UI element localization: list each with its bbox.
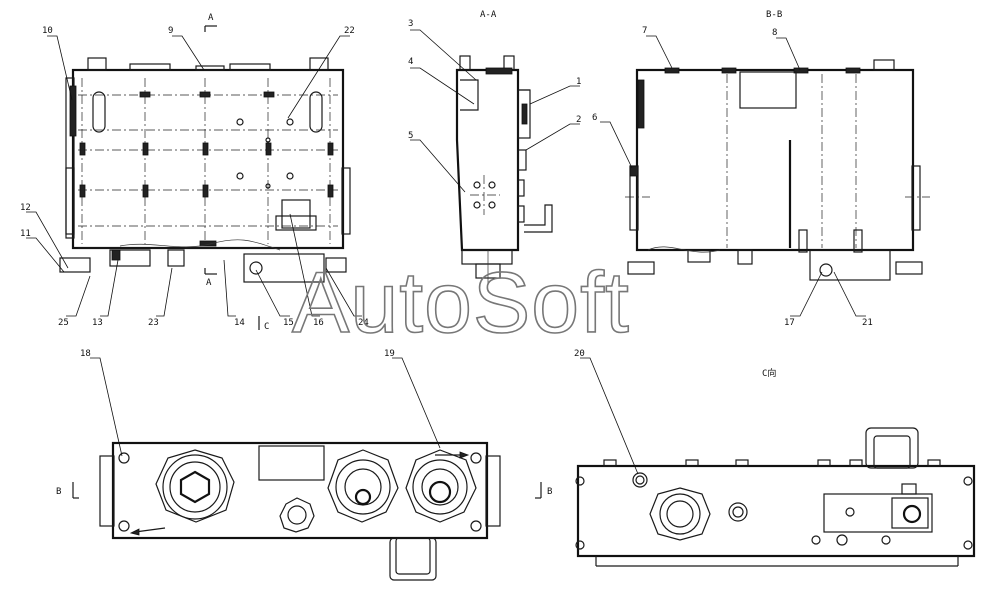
section-mark-a-top: A xyxy=(208,13,214,23)
watermark: AutoSoft xyxy=(292,255,630,351)
callout-5: 5 xyxy=(408,131,413,141)
callout-14: 14 xyxy=(234,318,245,328)
section-mark-c: C xyxy=(264,322,269,332)
callout-11: 11 xyxy=(20,229,31,239)
callout-9: 9 xyxy=(168,26,173,36)
callout-18: 18 xyxy=(80,349,91,359)
callout-8: 8 xyxy=(772,28,777,38)
callout-numbers: 1 2 3 4 5 6 7 8 9 10 11 12 13 14 15 16 1… xyxy=(20,19,873,359)
view-c-title: C向 xyxy=(762,367,776,379)
front-view: A A C xyxy=(59,13,351,332)
callout-24: 24 xyxy=(358,318,369,328)
callout-21: 21 xyxy=(862,318,873,328)
view-c: C向 B xyxy=(535,367,976,567)
callout-3: 3 xyxy=(408,19,413,29)
callout-4: 4 xyxy=(408,57,413,67)
callout-6: 6 xyxy=(592,113,597,123)
callout-2: 2 xyxy=(576,115,581,125)
callout-22: 22 xyxy=(344,26,355,36)
section-aa-title: A-A xyxy=(480,10,497,20)
plan-view: B xyxy=(56,441,501,581)
callout-19: 19 xyxy=(384,349,395,359)
section-mark-b-left: B xyxy=(56,487,61,497)
callout-16: 16 xyxy=(313,318,324,328)
callout-17: 17 xyxy=(784,318,795,328)
callout-25: 25 xyxy=(58,318,69,328)
callout-13: 13 xyxy=(92,318,103,328)
section-mark-a-bottom: A xyxy=(206,278,212,288)
callout-15: 15 xyxy=(283,318,294,328)
section-bb-title: B-B xyxy=(766,10,782,20)
section-b-b-view: B-B xyxy=(625,10,930,281)
callout-7: 7 xyxy=(642,26,647,36)
callout-23: 23 xyxy=(148,318,159,328)
section-mark-b-right: B xyxy=(547,487,552,497)
callout-20: 20 xyxy=(574,349,585,359)
callout-1: 1 xyxy=(576,77,581,87)
callout-10: 10 xyxy=(42,26,53,36)
leader-lines xyxy=(26,29,866,475)
section-a-a-view: A-A xyxy=(455,10,553,284)
callout-12: 12 xyxy=(20,203,31,213)
